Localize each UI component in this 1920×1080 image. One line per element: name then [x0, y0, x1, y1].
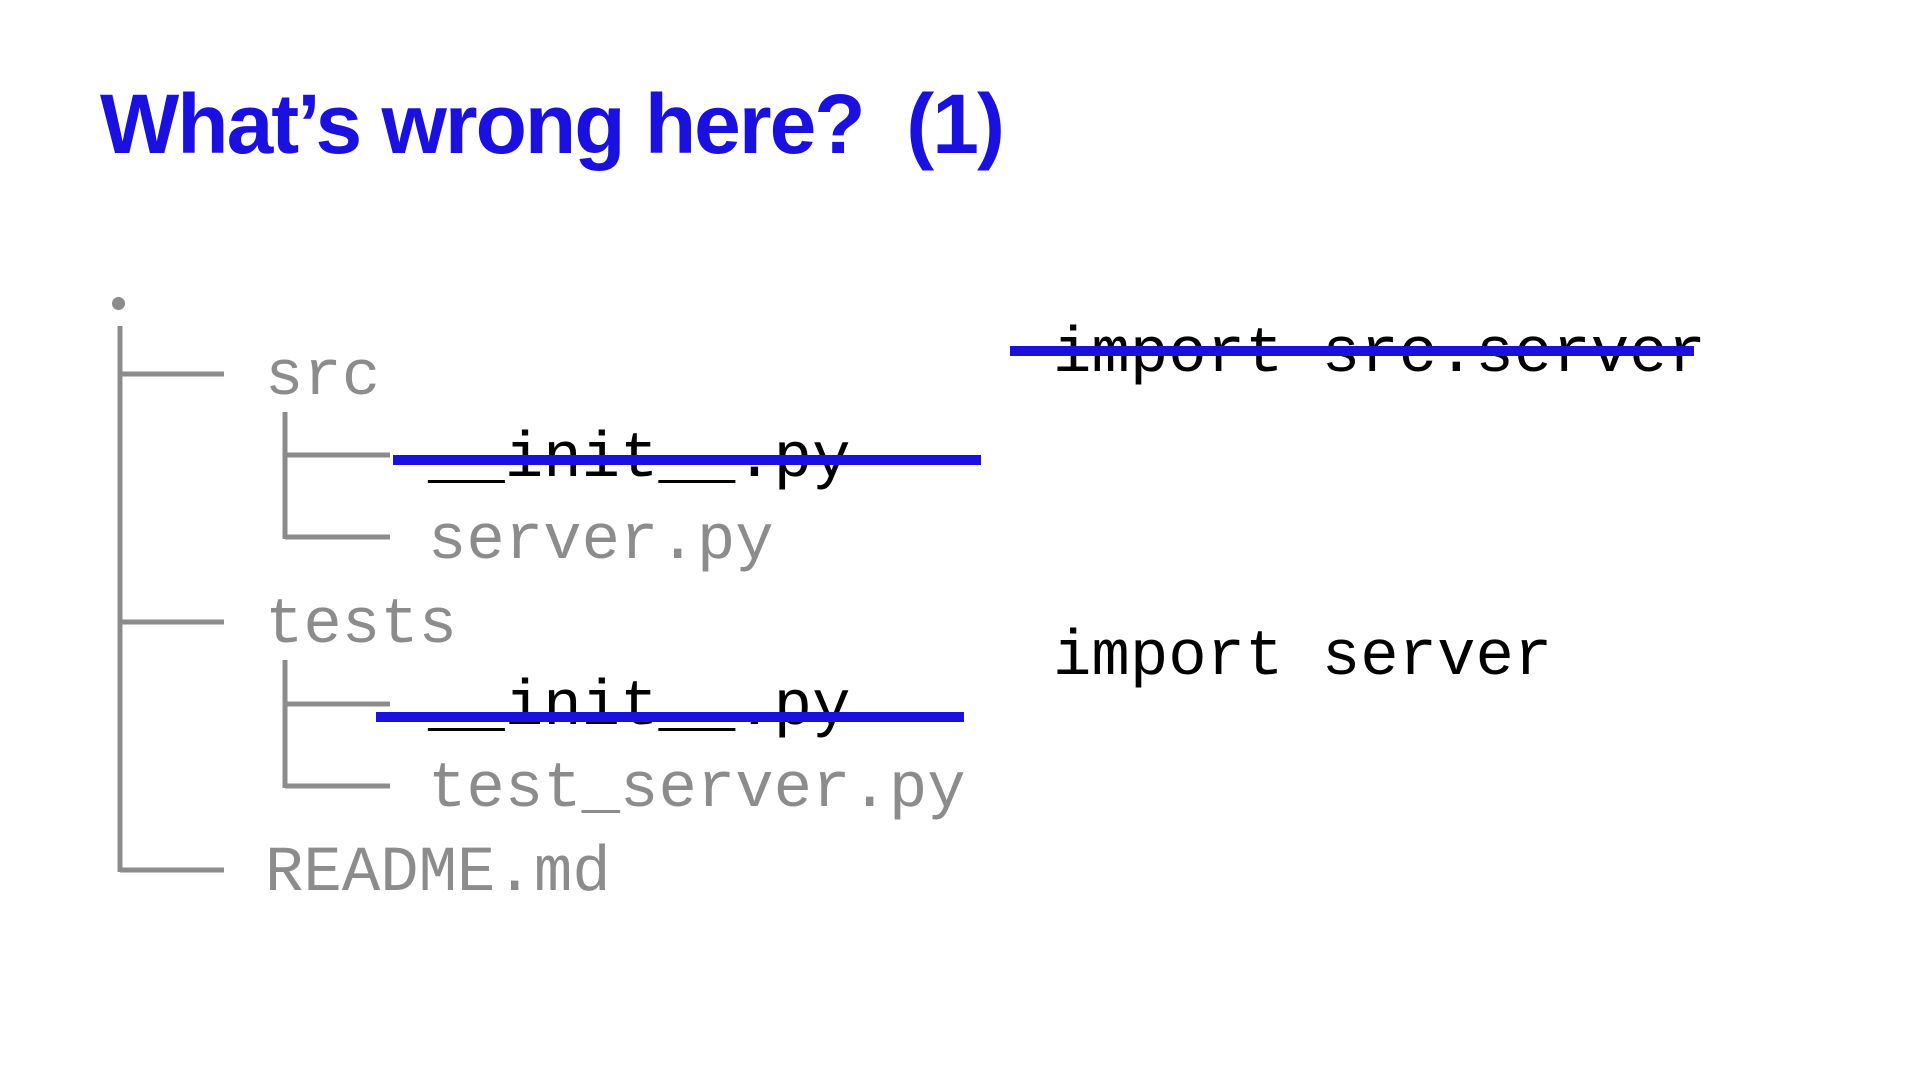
slide-title: What’s wrong here? (1) [100, 77, 1005, 171]
strike-tests-init [376, 712, 964, 722]
tree-root-dot [112, 297, 125, 310]
tree-item-test-server: test_server.py [428, 754, 966, 826]
tree-item-tests-init: __init__.py [428, 672, 851, 744]
tree-item-src: src [265, 342, 381, 414]
strike-old-import [1010, 346, 1694, 356]
tree-item-server: server.py [428, 506, 774, 578]
strike-src-init [393, 455, 981, 465]
tree-item-readme: README.md [265, 838, 611, 910]
new-import-statement: import server [1053, 622, 1553, 694]
tree-item-tests: tests [265, 590, 458, 662]
